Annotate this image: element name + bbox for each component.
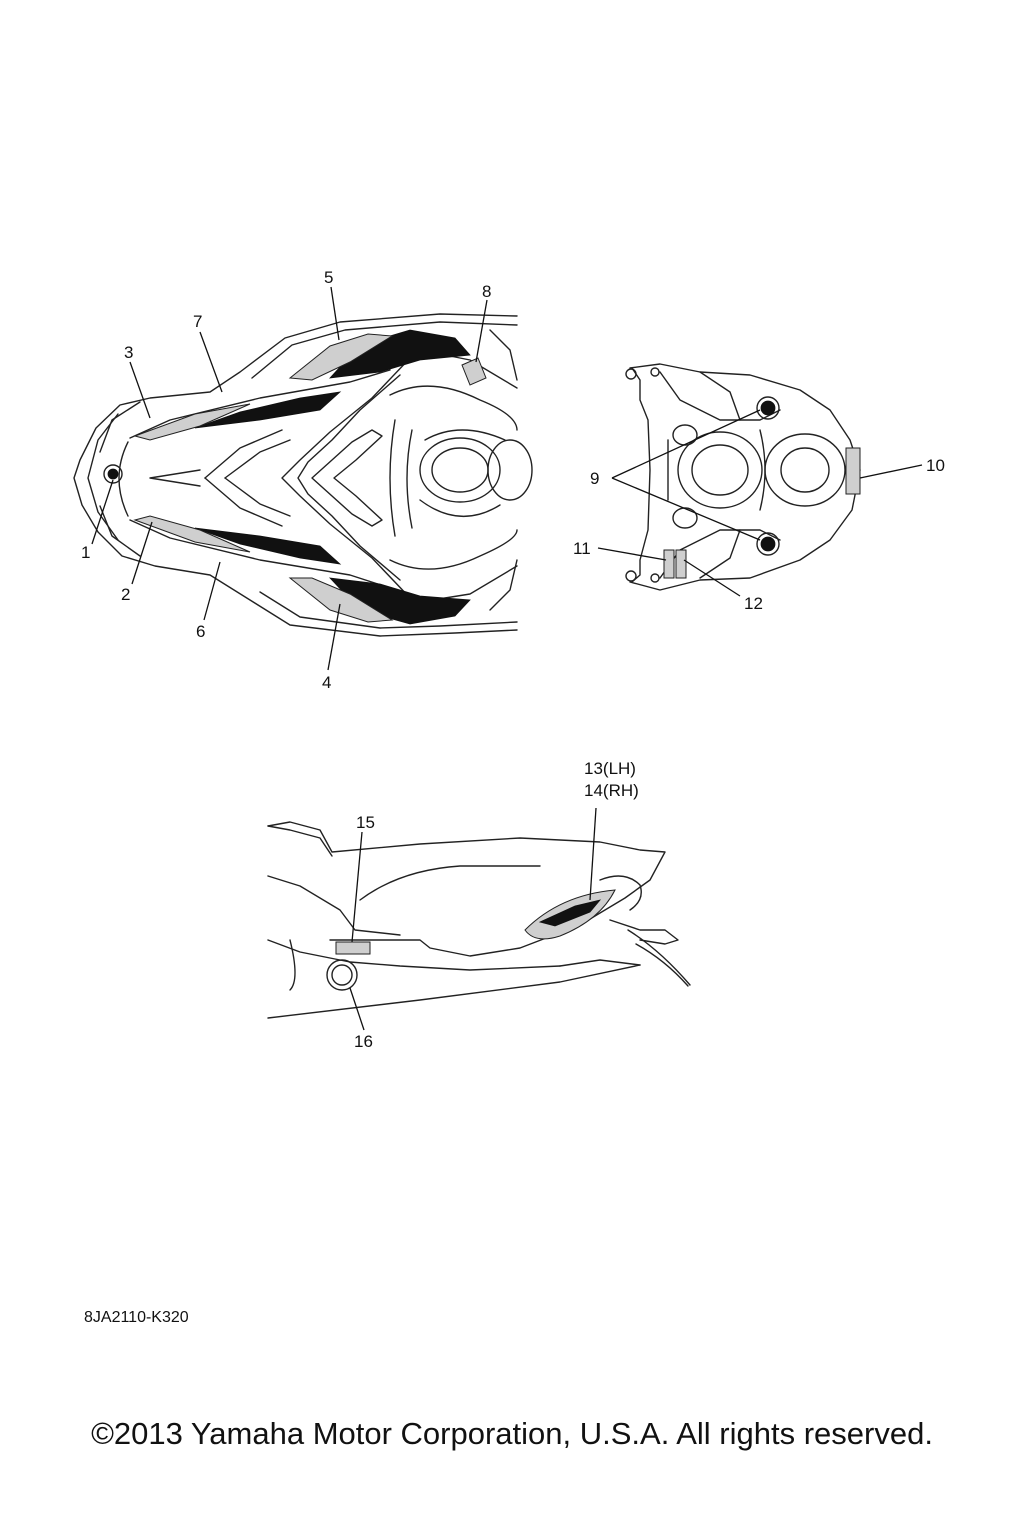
callout-13: 13(LH) — [584, 759, 636, 778]
top-view-hull — [73, 313, 533, 637]
callout-10: 10 — [926, 456, 945, 475]
callout-6: 6 — [196, 622, 205, 641]
callout-15: 15 — [356, 813, 375, 832]
deck-view — [625, 363, 861, 591]
callout-2: 2 — [121, 585, 130, 604]
callout-11: 11 — [573, 539, 591, 558]
callout-4: 4 — [322, 673, 331, 692]
callout-3: 3 — [124, 343, 133, 362]
callout-9: 9 — [590, 469, 599, 488]
side-view — [267, 821, 691, 1019]
leader-lines — [91, 286, 923, 1031]
drawing-code: 8JA2110-K320 — [84, 1309, 189, 1326]
callout-8: 8 — [482, 282, 491, 301]
callout-14: 14(RH) — [584, 781, 639, 800]
callout-16: 16 — [354, 1032, 373, 1051]
callout-7: 7 — [193, 312, 202, 331]
callout-labels: 1 2 3 4 5 6 7 8 9 10 11 12 13(LH) 14(RH)… — [81, 268, 945, 1051]
copyright-notice: ©2013 Yamaha Motor Corporation, U.S.A. A… — [91, 1416, 933, 1451]
callout-1: 1 — [81, 543, 90, 562]
callout-12: 12 — [744, 594, 763, 613]
callout-5: 5 — [324, 268, 333, 287]
